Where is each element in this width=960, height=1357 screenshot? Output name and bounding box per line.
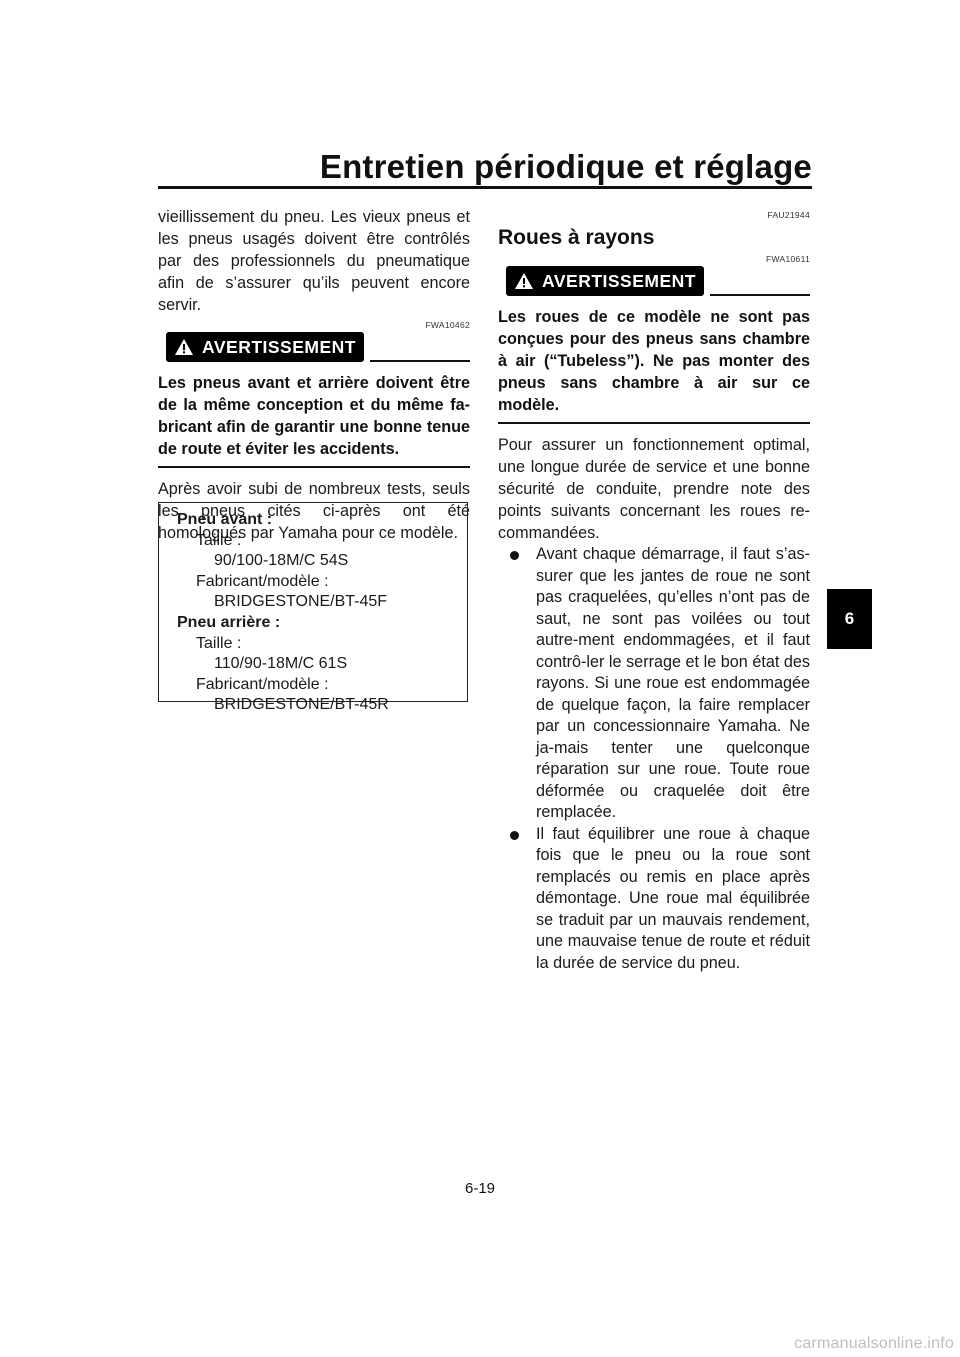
warning-badge: AVERTISSEMENT [506, 266, 704, 296]
bullet-icon [510, 830, 519, 840]
warning-triangle-icon [175, 339, 194, 355]
intro-paragraph: vieillissement du pneu. Les vieux pneus … [158, 208, 470, 314]
front-maker-label: Fabricant/modèle : [196, 573, 329, 590]
header-rule [158, 186, 812, 189]
left-column: vieillissement du pneu. Les vieux pneus … [158, 206, 470, 544]
chapter-tab[interactable]: 6 [827, 589, 872, 649]
list-item: Il faut équilibrer une roue à chaque foi… [498, 824, 810, 975]
warning-bottom-rule [158, 466, 470, 468]
rear-maker-label: Fabricant/modèle : [196, 676, 329, 693]
front-size-value: 90/100-18M/C 54S [214, 552, 349, 569]
watermark: carmanualsonline.info [794, 1335, 954, 1352]
bullet-icon [510, 551, 519, 560]
front-size-label: Taille : [196, 532, 242, 549]
warning-text: Les roues de ce modèle ne sont pas conçu… [498, 308, 810, 414]
warning-header: AVERTISSEMENT [158, 332, 470, 362]
list-item-text: Avant chaque démarrage, il faut s’as-sur… [536, 545, 810, 821]
section-title: Roues à rayons [498, 226, 655, 249]
warning-badge: AVERTISSEMENT [166, 332, 364, 362]
right-column: FAU21944 Roues à rayons FWA10611 AVERTIS… [498, 206, 810, 974]
list-item-text: Il faut équilibrer une roue à chaque foi… [536, 824, 810, 972]
page-title: Entretien périodique et réglage [319, 148, 812, 185]
wheel-checklist: Avant chaque démarrage, il faut s’as-sur… [498, 544, 810, 974]
page-number: 6-19 [464, 1180, 496, 1197]
homologation-paragraph: Après avoir subi de nombreux tests, seul… [158, 480, 470, 542]
rear-size-label: Taille : [196, 635, 242, 652]
warning-label: AVERTISSEMENT [202, 336, 356, 357]
rear-tire-heading: Pneu arrière : [177, 614, 281, 631]
warning-code: FWA10462 [425, 320, 470, 330]
warning-rule [710, 294, 810, 296]
warning-text: Les pneus avant et arrière doivent être … [158, 374, 470, 458]
warning-label: AVERTISSEMENT [542, 270, 696, 291]
wheels-intro-paragraph: Pour assurer un fonctionnement optimal, … [498, 436, 810, 542]
warning-code: FWA10611 [766, 254, 810, 264]
warning-bottom-rule [498, 422, 810, 424]
warning-rule [370, 360, 470, 362]
warning-triangle-icon [515, 273, 534, 289]
front-tire-heading: Pneu avant : [177, 511, 273, 528]
rear-maker-value: BRIDGESTONE/BT-45R [214, 696, 389, 713]
list-item: Avant chaque démarrage, il faut s’as-sur… [498, 544, 810, 824]
tire-spec-box: Pneu avant : Taille : 90/100-18M/C 54S F… [158, 502, 468, 713]
front-maker-value: BRIDGESTONE/BT-45F [214, 593, 388, 610]
warning-header: AVERTISSEMENT [498, 266, 810, 296]
rear-size-value: 110/90-18M/C 61S [214, 655, 348, 672]
section-code: FAU21944 [767, 210, 810, 220]
